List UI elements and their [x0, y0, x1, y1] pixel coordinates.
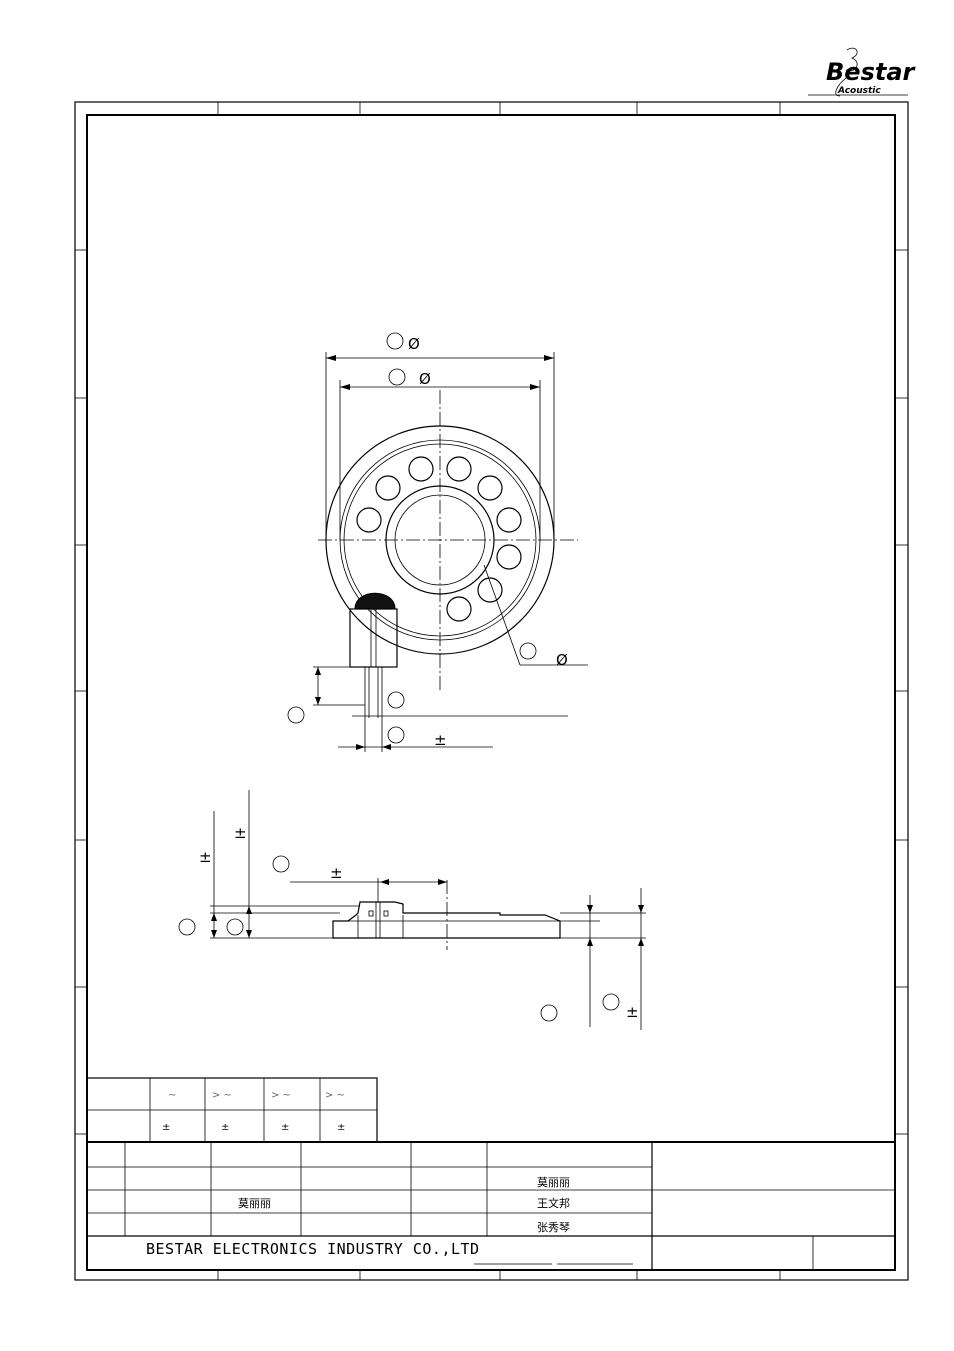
approved-signature: 张秀琴	[537, 1221, 570, 1234]
outer-diameter-symbol: Ø	[408, 335, 420, 353]
sound-hole	[408, 456, 434, 482]
sound-hole	[446, 456, 472, 482]
company-name: BESTAR ELECTRONICS INDUSTRY CO.,LTD	[146, 1240, 480, 1258]
inner-diameter-dimension: Ø	[339, 368, 541, 540]
outer-diameter-dimension: Ø	[325, 332, 555, 540]
checked-signature: 王文邦	[537, 1196, 570, 1210]
bestar-logo: Bestar Acoustic	[808, 47, 917, 97]
tolerance-cell: ±	[337, 1122, 345, 1133]
pin-leader	[352, 691, 568, 717]
sound-hole	[496, 507, 522, 533]
sound-hole	[477, 475, 503, 501]
range-cell: > ~	[271, 1090, 291, 1101]
center-dome-inner	[394, 494, 486, 586]
offset-tol-symbol: ±	[330, 864, 343, 882]
drawing-frame	[74, 101, 909, 1281]
balloon-marker	[602, 993, 620, 1011]
pin-pitch-symbol: ±	[434, 731, 447, 749]
balloon-marker	[388, 368, 406, 386]
sound-hole	[356, 507, 382, 533]
tolerance-cell: ±	[281, 1122, 289, 1133]
range-cell: > ~	[325, 1090, 345, 1101]
pin-length-dimension	[287, 666, 365, 724]
designer-signature: 莫丽丽	[537, 1176, 570, 1189]
sound-hole	[446, 596, 472, 622]
balloon-marker	[387, 691, 405, 709]
sound-hole	[375, 475, 401, 501]
speaker-top-view: Ø Ø Ø	[287, 332, 588, 752]
balloon-marker	[226, 918, 244, 936]
drawn-signature: 莫丽丽	[238, 1197, 271, 1210]
inner-diameter-symbol: Ø	[419, 370, 431, 388]
height-tol-symbol-2: ±	[234, 824, 247, 842]
hole-diameter-symbol: Ø	[556, 651, 568, 669]
range-cell: ~	[168, 1090, 176, 1101]
sound-holes	[356, 456, 522, 622]
title-block: 莫丽丽 莫丽丽 王文邦 张秀琴 BESTAR ELECTRONICS INDUS…	[87, 1141, 895, 1270]
tolerance-cell: ±	[221, 1122, 229, 1133]
center-dome-outer	[385, 485, 495, 595]
balloon-marker	[287, 706, 305, 724]
balloon-marker	[178, 918, 196, 936]
range-cell: > ~	[212, 1090, 232, 1101]
sound-hole	[496, 544, 522, 570]
pin-pitch-dimension: ±	[338, 718, 493, 752]
hole-diameter-leader: Ø	[483, 564, 588, 669]
balloon-marker	[540, 1004, 558, 1022]
tolerance-table: ~ > ~ > ~ > ~ ± ± ± ±	[86, 1077, 378, 1143]
thickness-tol-symbol: ±	[626, 1003, 639, 1021]
balloon-marker	[387, 726, 405, 744]
speaker-side-view: ± ± ± ±	[178, 790, 646, 1030]
balloon-marker	[519, 642, 537, 660]
sound-hole	[477, 577, 503, 603]
tolerance-cell: ±	[162, 1122, 170, 1133]
balloon-marker	[386, 332, 404, 350]
logo-brand-text: Bestar	[826, 58, 917, 86]
terminal-block	[349, 592, 398, 718]
logo-sub-text: Acoustic	[837, 86, 881, 96]
balloon-marker	[272, 855, 290, 873]
height-tol-symbol-1: ±	[199, 848, 212, 866]
